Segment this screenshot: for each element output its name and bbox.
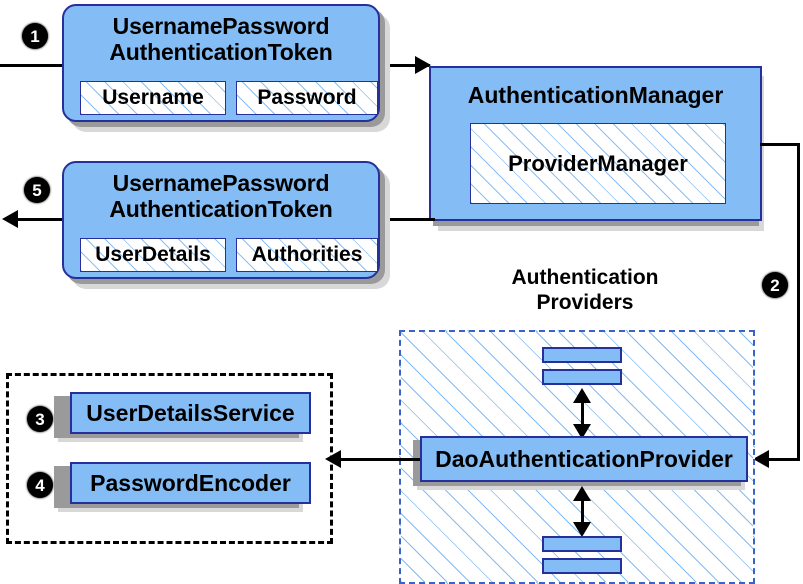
response-token-title-line2: AuthenticationToken bbox=[109, 196, 333, 222]
authentication-providers-heading: Authentication Providers bbox=[465, 265, 705, 315]
incoming-request-line bbox=[0, 64, 70, 67]
step2-line-vertical bbox=[797, 143, 800, 460]
step-badge-4: 4 bbox=[27, 472, 53, 498]
provider-link-top-arrow-up bbox=[573, 388, 591, 403]
response-out-line bbox=[18, 218, 70, 221]
step-badge-1: 1 bbox=[22, 23, 48, 49]
provider-link-top-arrow-down bbox=[573, 424, 591, 439]
authentication-manager-box[interactable]: AuthenticationManager ProviderManager bbox=[429, 66, 762, 221]
response-token-field-userdetails[interactable]: UserDetails bbox=[80, 238, 226, 272]
other-provider-top-2[interactable] bbox=[542, 369, 622, 385]
request-token-field-username[interactable]: Username bbox=[80, 81, 226, 115]
response-out-arrow bbox=[2, 210, 18, 228]
authentication-providers-heading-line1: Authentication bbox=[511, 266, 659, 289]
dao-authentication-provider-label: DaoAuthenticationProvider bbox=[435, 445, 733, 472]
provider-link-top-line bbox=[581, 392, 584, 434]
response-token-field-authorities-label: Authorities bbox=[251, 243, 363, 266]
request-token-title-line1: UsernamePassword bbox=[112, 13, 330, 39]
passwordencoder-label: PasswordEncoder bbox=[90, 469, 291, 496]
dao-authentication-provider-box[interactable]: DaoAuthenticationProvider bbox=[420, 436, 748, 482]
request-token-field-password-label: Password bbox=[257, 86, 357, 109]
userdetailsservice-box[interactable]: UserDetailsService bbox=[70, 392, 311, 434]
authentication-manager-title: AuthenticationManager bbox=[467, 82, 724, 108]
userdetailsservice-label: UserDetailsService bbox=[86, 399, 295, 426]
request-token-title-line2: AuthenticationToken bbox=[109, 39, 333, 65]
token-to-manager-arrow bbox=[415, 56, 431, 74]
provider-to-services-line bbox=[340, 458, 420, 461]
step-badge-5: 5 bbox=[24, 177, 50, 203]
services-container bbox=[6, 373, 333, 544]
provider-link-bottom-line bbox=[581, 490, 584, 532]
step-badge-3: 3 bbox=[27, 406, 53, 432]
response-token-box[interactable]: UsernamePassword AuthenticationToken Use… bbox=[62, 161, 380, 279]
other-provider-bottom-2[interactable] bbox=[542, 558, 622, 574]
provider-link-bottom-arrow-down bbox=[573, 522, 591, 537]
token-to-manager-line bbox=[385, 64, 430, 67]
provider-link-bottom-arrow-up bbox=[573, 486, 591, 501]
manager-to-response-line bbox=[385, 218, 435, 221]
response-token-title: UsernamePassword AuthenticationToken bbox=[64, 163, 378, 222]
response-token-field-authorities[interactable]: Authorities bbox=[236, 238, 378, 272]
step2-arrow-into-provider bbox=[753, 450, 769, 468]
step2-line-top bbox=[760, 143, 800, 146]
request-token-field-password[interactable]: Password bbox=[236, 81, 378, 115]
passwordencoder-box[interactable]: PasswordEncoder bbox=[70, 462, 311, 504]
provider-to-services-arrow bbox=[325, 450, 341, 468]
authentication-providers-heading-line2: Providers bbox=[536, 291, 634, 314]
response-token-field-userdetails-label: UserDetails bbox=[95, 243, 211, 266]
step2-line-bottom bbox=[768, 458, 800, 461]
provider-manager-label: ProviderManager bbox=[508, 150, 688, 176]
other-provider-bottom-1[interactable] bbox=[542, 536, 622, 552]
request-token-title: UsernamePassword AuthenticationToken bbox=[64, 6, 378, 65]
request-token-field-username-label: Username bbox=[102, 86, 204, 109]
other-provider-top-1[interactable] bbox=[542, 347, 622, 363]
response-token-title-line1: UsernamePassword bbox=[112, 170, 330, 196]
request-token-box[interactable]: UsernamePassword AuthenticationToken Use… bbox=[62, 4, 380, 122]
step-badge-2: 2 bbox=[762, 272, 788, 298]
provider-manager-box[interactable]: ProviderManager bbox=[470, 123, 726, 204]
